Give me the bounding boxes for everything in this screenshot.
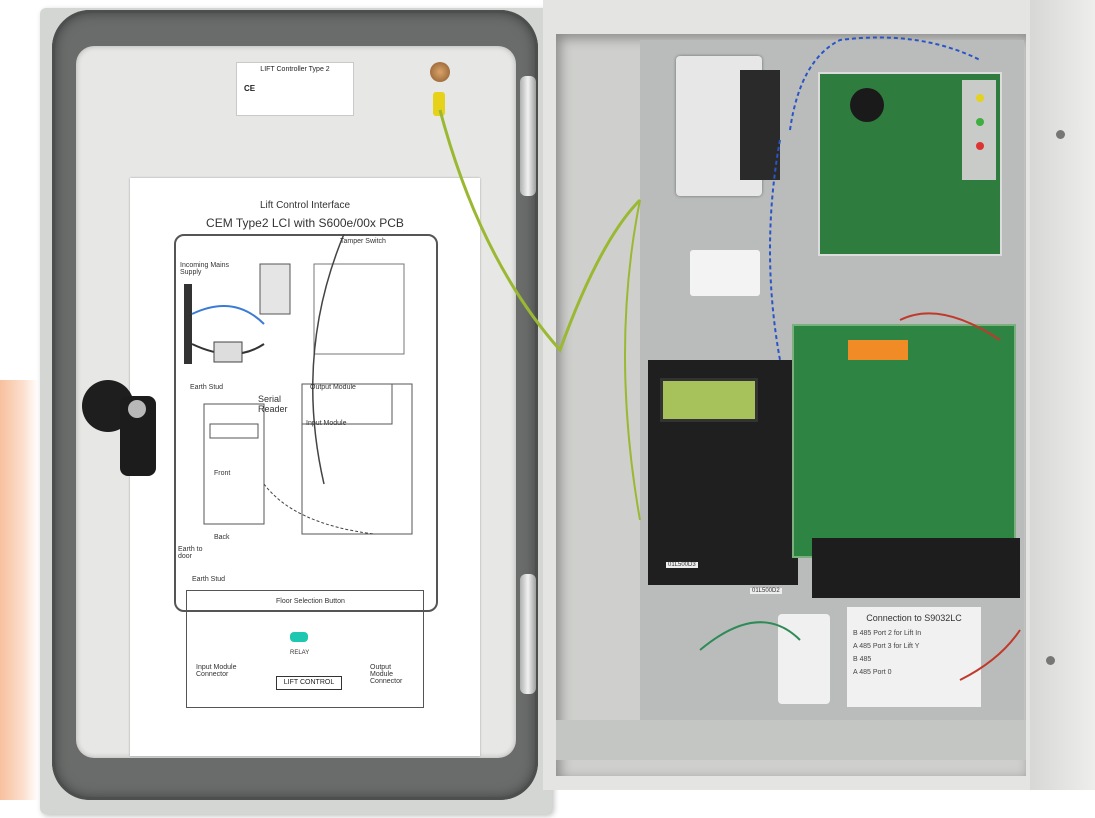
label-input-module: Input Module <box>306 420 347 427</box>
led-yellow-icon <box>976 94 984 102</box>
label-relay: RELAY <box>290 650 310 656</box>
label-input-module-connector: Input Module Connector <box>196 664 237 678</box>
label-earth-stud: Earth Stud <box>190 384 224 391</box>
label-serial-reader: Serial Reader <box>258 394 288 414</box>
earth-stud-icon <box>430 62 450 82</box>
wiring-diagram-sheet <box>130 178 480 756</box>
led-green-icon <box>976 118 984 126</box>
label-output-module-connector: Output Module Connector <box>370 664 403 685</box>
ce-mark: CE <box>244 84 256 93</box>
strip-terminal-block <box>778 614 830 704</box>
product-label-title: LIFT Controller Type 2 <box>260 66 330 73</box>
accent-stripe <box>0 380 38 800</box>
connector-card-title: Connection to S9032LC <box>866 613 962 623</box>
upper-hinge <box>520 76 536 196</box>
label-earth-stud-2: Earth Stud <box>192 576 226 583</box>
led-red-icon <box>976 142 984 150</box>
mounting-hole <box>1046 656 1055 665</box>
transformer-core <box>740 70 780 180</box>
connector-row: B 485 <box>853 656 872 663</box>
diagram-subtitle: CEM Type2 LCI with S600e/00x PCB <box>206 216 404 230</box>
product-label: LIFT Controller Type 2 <box>236 62 354 116</box>
label-tamper-switch: Tamper Switch <box>340 238 386 245</box>
cabinet-side <box>1030 0 1095 790</box>
label-lift-control: LIFT CONTROL <box>276 676 342 690</box>
button-cap-icon <box>290 632 308 642</box>
mounting-hole <box>1056 130 1065 139</box>
connector-card: Connection to S9032LC B 485 Port 2 for L… <box>846 606 982 708</box>
handle-screw-icon <box>128 400 146 418</box>
earth-terminal <box>433 92 445 116</box>
connector-row: A 485 Port 3 for Lift Y <box>853 643 920 650</box>
label-floor-selection-button: Floor Selection Button <box>276 598 345 605</box>
lower-hinge <box>520 574 536 694</box>
diagram-title: Lift Control Interface <box>259 200 351 211</box>
lcd-display <box>660 378 758 422</box>
diagram-upper-frame <box>174 234 438 612</box>
orange-terminal-block <box>848 340 908 360</box>
label-incoming-mains: Incoming Mains Supply <box>180 262 230 276</box>
label-earth-to-door: Earth to door <box>178 546 203 560</box>
module-label-1: 01L500D3 <box>666 562 698 568</box>
diagram-lower-frame <box>186 590 424 708</box>
label-front: Front <box>214 470 231 477</box>
buzzer-icon <box>850 88 884 122</box>
mains-terminal-block <box>690 250 760 296</box>
relay-strip <box>812 538 1020 598</box>
diagram-drawing <box>184 234 413 535</box>
bottom-rail <box>556 720 1026 760</box>
label-back: Back <box>214 534 230 541</box>
module-label-2: 01L500D2 <box>750 588 782 594</box>
connector-row: A 485 Port 0 <box>853 669 892 676</box>
label-output-module: Output Module <box>310 384 356 391</box>
connector-row: B 485 Port 2 for Lift In <box>853 630 922 637</box>
